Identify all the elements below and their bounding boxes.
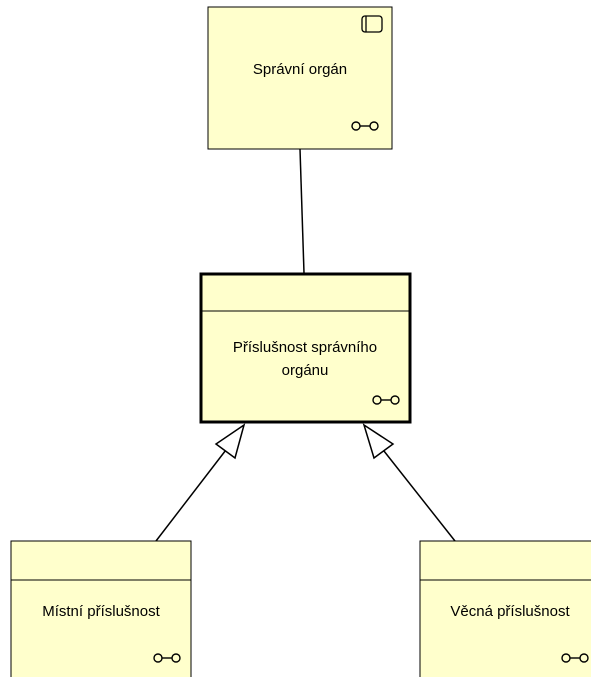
node-prislusnost-label-line2: orgánu (282, 362, 329, 379)
generalization-arrowhead-mistni (214, 423, 246, 460)
node-spravni-organ[interactable]: Správní orgán (207, 6, 393, 150)
node-mistni-label: Místní příslušnost (42, 603, 160, 620)
node-mistni-prislusnost[interactable]: Místní příslušnost (10, 540, 192, 677)
component-icon (361, 15, 383, 33)
node-prislusnost-label-line1: Příslušnost správního (233, 339, 377, 356)
association-edge (299, 148, 305, 274)
generalization-arrowhead-vecna (362, 423, 395, 460)
node-vecna-prislusnost[interactable]: Věcná příslušnost (419, 540, 591, 677)
node-prislusnost[interactable]: Příslušnost správního orgánu (199, 272, 412, 424)
view-icon (153, 653, 181, 663)
view-icon (561, 653, 589, 663)
node-spravni-organ-label: Správní orgán (253, 61, 347, 78)
view-icon (351, 121, 379, 131)
node-vecna-label: Věcná příslušnost (450, 603, 570, 620)
view-icon (372, 395, 400, 405)
generalization-edge-vecna (379, 445, 456, 542)
generalization-edge-mistni (155, 445, 230, 542)
